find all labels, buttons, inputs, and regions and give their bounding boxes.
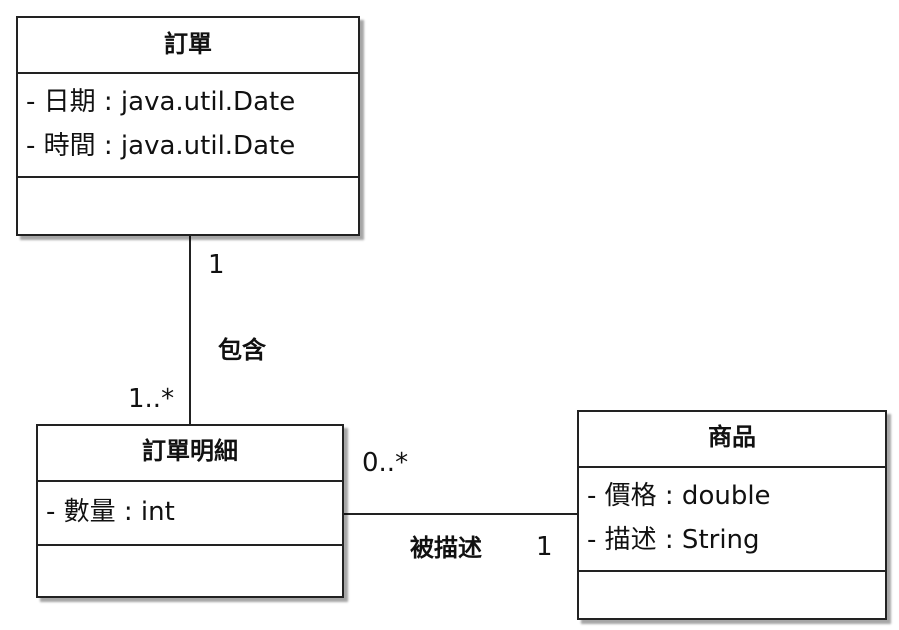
class-name-product: 商品	[579, 412, 885, 468]
attribute-order-date: - 日期 : java.util.Date	[26, 87, 296, 117]
attribute-quantity: - 數量 : int	[46, 497, 175, 527]
attributes-compartment-order-detail: - 數量 : int	[38, 482, 342, 546]
multiplicity-product-end: 1	[536, 532, 553, 562]
attribute-price: - 價格 : double	[587, 481, 771, 511]
class-box-product[interactable]: 商品 - 價格 : double - 描述 : String	[577, 410, 887, 620]
association-name-contains: 包含	[218, 336, 266, 364]
class-box-order-detail[interactable]: 訂單明細 - 數量 : int	[36, 424, 344, 598]
attribute-order-time: - 時間 : java.util.Date	[26, 131, 296, 161]
class-name-order-detail: 訂單明細	[38, 426, 342, 482]
multiplicity-detail-end-product: 0..*	[362, 448, 409, 478]
attributes-compartment-order: - 日期 : java.util.Date - 時間 : java.util.D…	[18, 74, 358, 178]
class-name-order: 訂單	[18, 18, 358, 74]
attributes-compartment-product: - 價格 : double - 描述 : String	[579, 468, 885, 572]
association-name-described-by: 被描述	[410, 534, 482, 562]
class-box-order[interactable]: 訂單 - 日期 : java.util.Date - 時間 : java.uti…	[16, 16, 360, 236]
attribute-description: - 描述 : String	[587, 525, 760, 555]
multiplicity-order-end: 1	[208, 250, 225, 280]
multiplicity-detail-end-order: 1..*	[128, 384, 175, 414]
